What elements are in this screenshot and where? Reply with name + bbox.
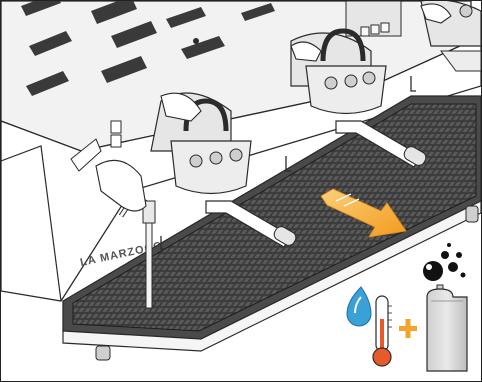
plus-icon (399, 319, 417, 338)
foot (466, 206, 478, 222)
screw-icon (193, 38, 199, 44)
water-drop-icon (347, 287, 371, 326)
detergent-canister-icon (427, 285, 467, 371)
bubbles-icon (423, 243, 466, 281)
thermometer-icon (373, 296, 392, 366)
foot (96, 346, 110, 360)
